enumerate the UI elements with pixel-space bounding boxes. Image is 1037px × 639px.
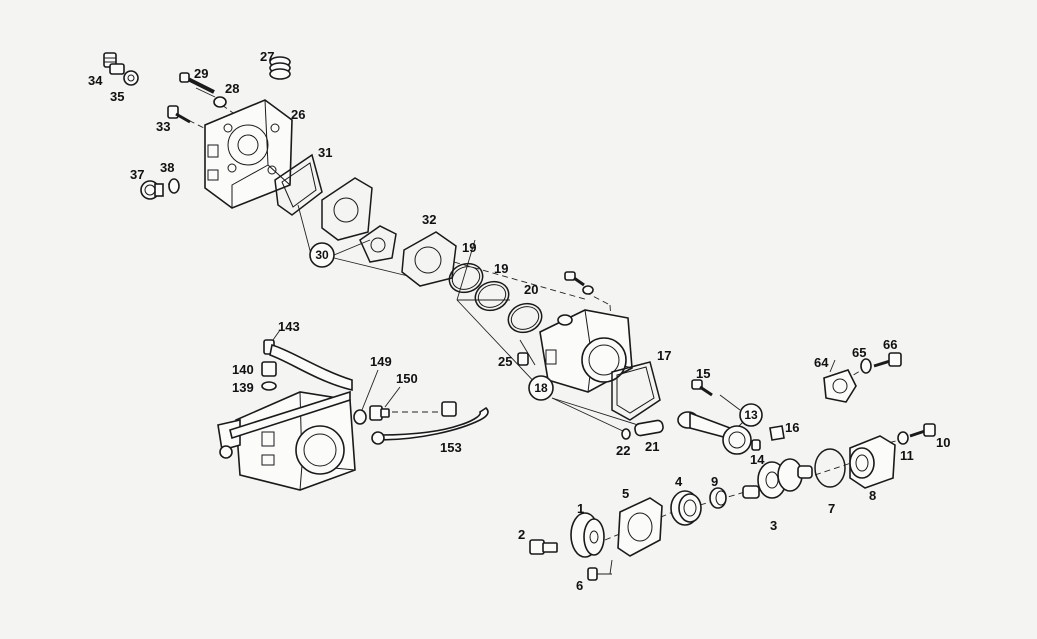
label-19a: 19 bbox=[462, 240, 476, 255]
fitting-149 bbox=[353, 409, 367, 425]
label-37: 37 bbox=[130, 167, 144, 182]
part-labels: 34 35 27 29 28 33 26 31 37 38 32 19 19 2… bbox=[88, 49, 950, 593]
ring-19a bbox=[448, 262, 484, 294]
label-10: 10 bbox=[936, 435, 950, 450]
label-8: 8 bbox=[869, 488, 876, 503]
bolt-upper-block bbox=[564, 271, 594, 295]
washer-35 bbox=[123, 70, 139, 86]
label-16: 16 bbox=[785, 420, 799, 435]
label-11: 11 bbox=[900, 448, 914, 463]
callout-30: 30 bbox=[309, 242, 335, 268]
label-32: 32 bbox=[422, 212, 436, 227]
label-20: 20 bbox=[524, 282, 538, 297]
bolt-34 bbox=[103, 52, 125, 75]
pin-25 bbox=[517, 352, 529, 366]
label-19b: 19 bbox=[494, 261, 508, 276]
label-150: 150 bbox=[396, 371, 418, 386]
bolt-29 bbox=[179, 72, 215, 94]
label-64: 64 bbox=[814, 355, 829, 370]
washer-11 bbox=[897, 431, 909, 445]
label-149: 149 bbox=[370, 354, 392, 369]
bearing-4 bbox=[670, 490, 702, 526]
callout-18: 18 bbox=[528, 375, 554, 401]
plug-37 bbox=[140, 180, 164, 200]
bolt-66 bbox=[873, 352, 902, 368]
label-6: 6 bbox=[576, 578, 583, 593]
pipe-body bbox=[229, 390, 351, 440]
label-35: 35 bbox=[110, 89, 124, 104]
label-13: 13 bbox=[744, 408, 758, 422]
bolt-14 bbox=[751, 439, 761, 451]
label-31: 31 bbox=[318, 145, 332, 160]
bolt-6 bbox=[587, 567, 598, 581]
label-29: 29 bbox=[194, 66, 208, 81]
bushing-9 bbox=[709, 487, 727, 509]
washer-28 bbox=[213, 96, 227, 108]
part-16 bbox=[769, 425, 785, 441]
ring-20 bbox=[507, 302, 543, 334]
housing-8 bbox=[849, 435, 896, 489]
crankshaft-3 bbox=[742, 458, 813, 499]
label-9: 9 bbox=[711, 474, 718, 489]
label-18: 18 bbox=[534, 381, 548, 395]
gasket-30-plate bbox=[321, 177, 373, 241]
label-7: 7 bbox=[828, 501, 835, 516]
label-2: 2 bbox=[518, 527, 525, 542]
callout-13: 13 bbox=[739, 403, 763, 427]
label-143: 143 bbox=[278, 319, 300, 334]
label-66: 66 bbox=[883, 337, 897, 352]
bolt-10 bbox=[909, 423, 936, 438]
label-139: 139 bbox=[232, 380, 254, 395]
washer-65 bbox=[860, 358, 872, 374]
label-21: 21 bbox=[645, 439, 659, 454]
pulley-1 bbox=[570, 512, 605, 558]
spring-27 bbox=[269, 56, 291, 80]
label-4: 4 bbox=[675, 474, 683, 489]
washer-38 bbox=[168, 178, 180, 194]
label-153: 153 bbox=[440, 440, 462, 455]
label-65: 65 bbox=[852, 345, 866, 360]
label-28: 28 bbox=[225, 81, 239, 96]
flange-64 bbox=[823, 369, 857, 403]
pipe-143 bbox=[269, 343, 353, 392]
fitting-140 bbox=[261, 361, 277, 377]
fitting-150 bbox=[369, 405, 390, 421]
label-34: 34 bbox=[88, 73, 103, 88]
label-140: 140 bbox=[232, 362, 254, 377]
label-38: 38 bbox=[160, 160, 174, 175]
gasket-30-small bbox=[359, 225, 397, 263]
label-14: 14 bbox=[750, 452, 765, 467]
label-3: 3 bbox=[770, 518, 777, 533]
connecting-rod bbox=[677, 411, 752, 455]
label-15: 15 bbox=[696, 366, 710, 381]
pin-21 bbox=[634, 419, 664, 437]
label-27: 27 bbox=[260, 49, 274, 64]
label-22: 22 bbox=[616, 443, 630, 458]
gasket-32 bbox=[401, 231, 457, 287]
gasket-17 bbox=[611, 361, 661, 421]
label-26: 26 bbox=[291, 107, 305, 122]
label-30: 30 bbox=[315, 248, 329, 262]
washer-139 bbox=[261, 381, 277, 391]
label-33: 33 bbox=[156, 119, 170, 134]
gasket-31 bbox=[274, 153, 323, 216]
gasket-7 bbox=[814, 448, 846, 488]
cylinder-block bbox=[539, 309, 633, 393]
bolt-2 bbox=[529, 539, 558, 555]
cover-5 bbox=[617, 497, 663, 557]
label-1: 1 bbox=[577, 501, 584, 516]
label-5: 5 bbox=[622, 486, 629, 501]
cylinder-head-26 bbox=[204, 99, 293, 209]
bolt-15 bbox=[691, 379, 713, 397]
bolt-33 bbox=[167, 105, 191, 124]
label-17: 17 bbox=[657, 348, 671, 363]
clip-22 bbox=[621, 428, 631, 440]
label-25: 25 bbox=[498, 354, 512, 369]
compressor-body bbox=[217, 391, 356, 491]
ring-19b bbox=[474, 280, 510, 312]
pipe-153 bbox=[371, 401, 489, 445]
